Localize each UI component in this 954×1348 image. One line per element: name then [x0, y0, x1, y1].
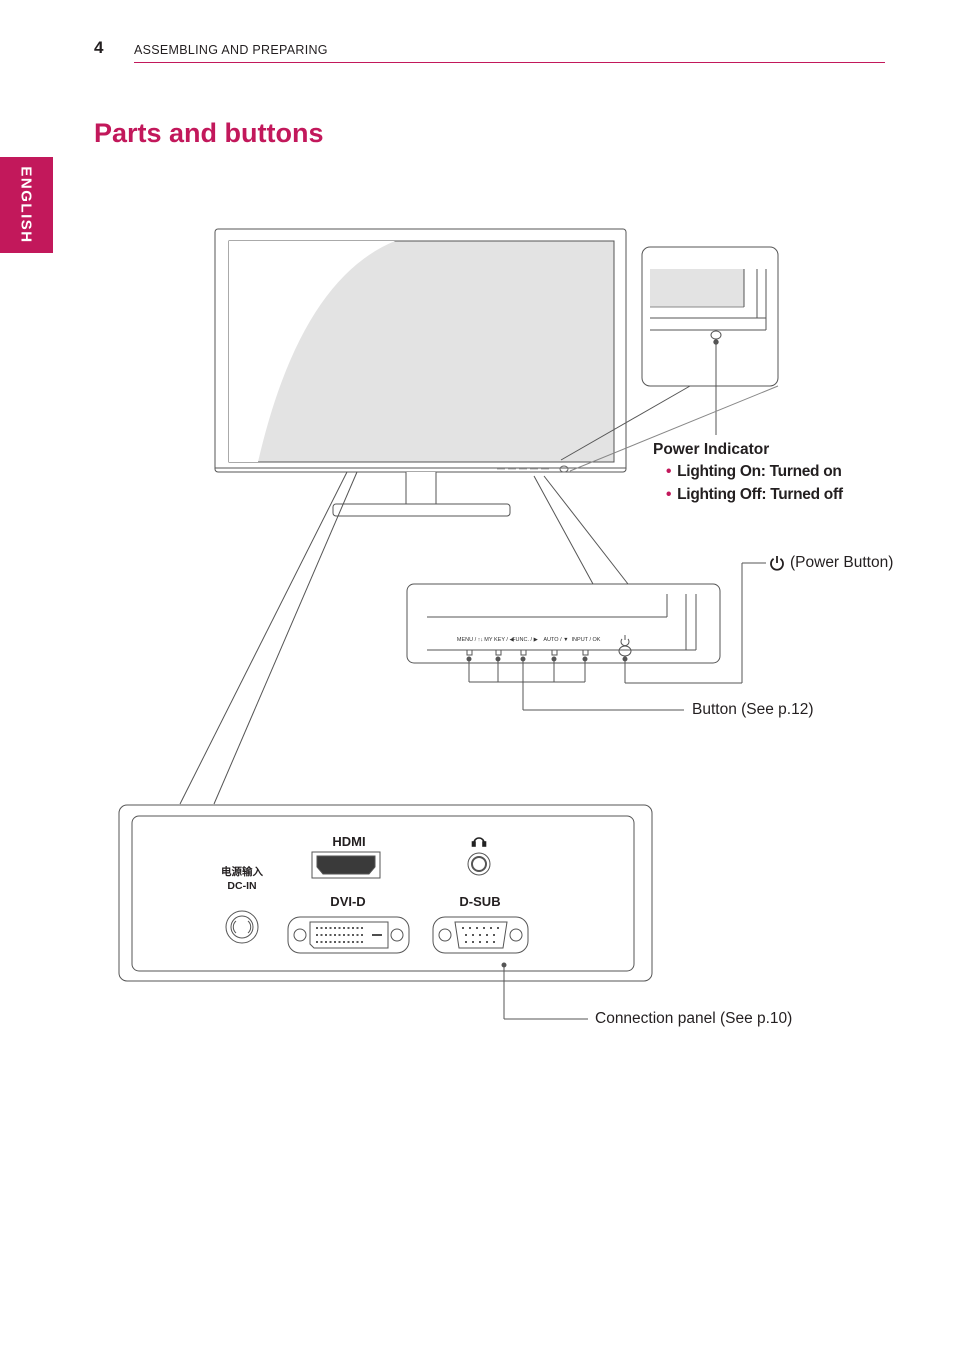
monitor-base [332, 503, 511, 517]
hdmi-label: HDMI [332, 834, 366, 849]
list-item: •Lighting Off: Turned off [666, 486, 843, 503]
power-button-callout: (Power Button) [769, 554, 893, 572]
page-number: 4 [94, 38, 104, 57]
section-title: ASSEMBLING AND PREPARING [134, 43, 328, 57]
connection-panel-callout: Connection panel (See p.10) [595, 1010, 793, 1027]
power-indicator-list: •Lighting On: Turned on •Lighting Off: T… [666, 463, 843, 509]
dc-in-label: 电源输入 DC-IN [221, 865, 263, 893]
front-button-label: MY KEY / ◀ [484, 637, 514, 643]
power-detail-inset [641, 246, 779, 387]
power-indicator-title: Power Indicator [653, 441, 770, 458]
front-button-label: AUTO / ▼ [543, 637, 569, 643]
headphone-icon [471, 837, 487, 847]
front-button-label: MENU / ↑↓ [456, 637, 484, 643]
power-button-label: (Power Button) [790, 554, 894, 571]
language-tab: ENGLISH [0, 157, 53, 253]
d-sub-port [432, 916, 529, 954]
dvi-d-port [287, 916, 410, 954]
dc-in-label-cn: 电源输入 [221, 866, 263, 878]
power-icon [770, 556, 784, 571]
list-item: •Lighting On: Turned on [666, 463, 842, 480]
dvi-d-label: DVI-D [330, 894, 366, 909]
page-title: Parts and buttons [94, 118, 324, 148]
panel-power-icon [620, 635, 630, 647]
front-button-label: INPUT / OK [571, 637, 601, 643]
front-button-label: FUNC. / ▶ [512, 637, 538, 643]
header-rule [134, 62, 885, 63]
headphone-port [467, 852, 491, 876]
button-panel-inset [406, 583, 721, 664]
monitor-stand [405, 472, 437, 505]
dc-in-label-en: DC-IN [227, 880, 257, 892]
button-callout: Button (See p.12) [692, 701, 814, 718]
d-sub-label: D-SUB [459, 894, 501, 909]
hdmi-port [311, 851, 381, 879]
dc-in-port [225, 910, 259, 944]
